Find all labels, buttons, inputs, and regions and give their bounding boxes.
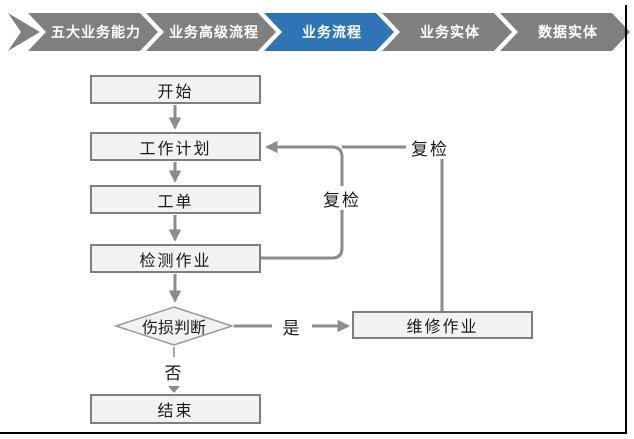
breadcrumb-item-five-capabilities[interactable]: 五大业务能力 (28, 13, 158, 51)
node-label: 检测作业 (139, 252, 212, 270)
breadcrumb-item-business-entity[interactable]: 业务实体 (382, 13, 512, 51)
breadcrumb-item-business-process[interactable]: 业务流程 (264, 13, 394, 51)
canvas-border-right (625, 5, 627, 434)
breadcrumb-label: 业务流程 (302, 24, 362, 40)
node-repair-job: 维修作业 (352, 311, 533, 339)
node-label: 维修作业 (406, 319, 479, 336)
node-work-plan: 工作计划 (90, 132, 261, 161)
breadcrumb-item-data-entity[interactable]: 数据实体 (500, 13, 630, 51)
breadcrumb-label: 业务实体 (420, 24, 480, 40)
node-label: 伤损判断 (141, 320, 206, 337)
node-start: 开始 (90, 75, 261, 104)
node-end: 结束 (90, 394, 261, 424)
node-label: 开始 (157, 83, 194, 101)
breadcrumb-label: 五大业务能力 (51, 24, 141, 40)
edge-label-no: 否 (164, 363, 184, 383)
arrow-no-to-end (168, 386, 180, 393)
breadcrumb-item-high-level-process[interactable]: 业务高级流程 (146, 13, 276, 51)
edge-label-yes: 是 (282, 318, 302, 338)
edge-label-recheck-outer: 复检 (406, 135, 454, 159)
node-work-order: 工单 (90, 185, 261, 214)
decision-diamond (113, 306, 235, 346)
recheck-loop-repair-to-plan (342, 145, 444, 311)
breadcrumb-label: 业务高级流程 (169, 24, 259, 40)
edge-label-recheck-inner: 复检 (318, 186, 366, 210)
node-inspection-job: 检测作业 (90, 244, 261, 273)
breadcrumb-label: 数据实体 (538, 24, 598, 40)
node-label: 工作计划 (139, 140, 212, 158)
canvas-border-bottom (0, 432, 627, 434)
node-label: 工单 (157, 193, 194, 211)
node-label: 结束 (157, 403, 194, 420)
breadcrumb: 五大业务能力 业务高级流程 业务流程 业务实体 数据实体 (0, 13, 634, 51)
node-damage-decision-label: 伤损判断 (116, 314, 232, 338)
